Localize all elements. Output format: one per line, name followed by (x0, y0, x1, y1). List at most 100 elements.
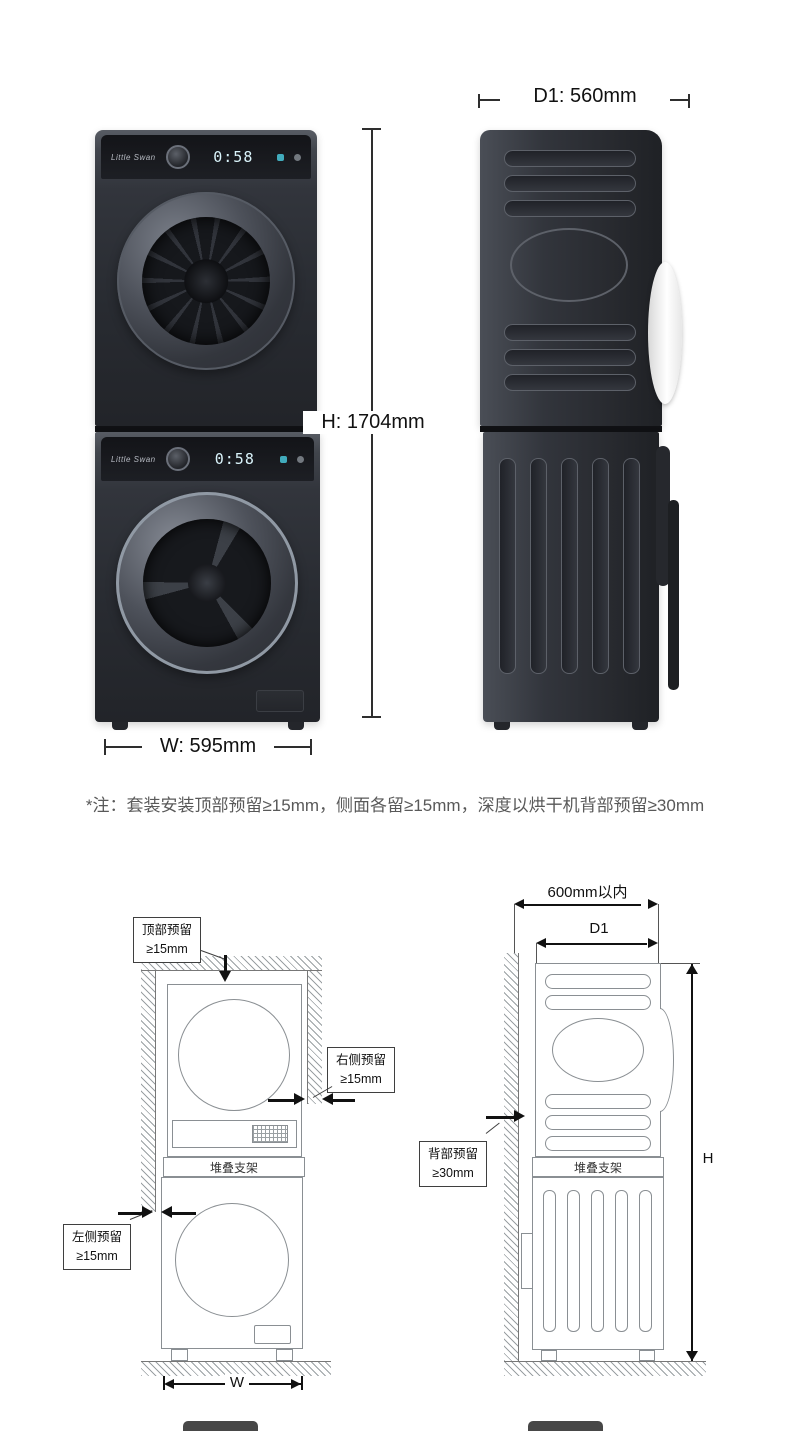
top-clearance-line1: 顶部预留 (142, 923, 193, 937)
arrow-down-stem (224, 955, 227, 972)
vent-slot (504, 200, 636, 217)
right-clearance-line1: 右侧预留 (336, 1053, 387, 1067)
foot-outline (171, 1349, 188, 1361)
vent-slot-outline (545, 1094, 651, 1109)
dryer-knob (165, 145, 190, 169)
callout-leader (485, 1122, 500, 1134)
arrow-right-icon (648, 899, 658, 909)
install-note: *注：套装安装顶部预留≥15mm，侧面各留≥15mm，深度以烘干机背部预留≥30… (85, 796, 705, 815)
dryer-front: Little Swan 0:58 (95, 130, 317, 426)
foot-outline (276, 1349, 293, 1361)
arrow-stem (486, 1116, 514, 1119)
vent-slot (504, 150, 636, 167)
w-schem-line (169, 1383, 225, 1385)
foot-outline (639, 1350, 655, 1361)
vent-slot (592, 458, 609, 674)
machine-foot (288, 722, 304, 730)
w-dim-tick (310, 739, 312, 755)
stack-bracket-label: 堆叠支架 (573, 1160, 622, 1175)
vent-slot (504, 349, 636, 366)
extension-line (536, 943, 537, 964)
machine-foot (494, 722, 510, 730)
machine-foot (112, 722, 128, 730)
arrow-down-icon (219, 971, 231, 982)
extension-line (658, 904, 659, 964)
right-clearance-callout: 右侧预留 ≥15mm (327, 1047, 396, 1093)
machine-foot (632, 722, 648, 730)
depth-dim-line (523, 904, 641, 906)
stack-bracket-label: 堆叠支架 (209, 1160, 258, 1175)
dryer-side-door (648, 262, 682, 404)
vent-slot (530, 458, 547, 674)
stack-bracket: 堆叠支架 (163, 1157, 305, 1177)
vent-slot-outline (543, 1190, 556, 1332)
brand-logo: Little Swan (111, 454, 156, 464)
arrow-left-icon (164, 1379, 174, 1389)
dryer-time-display: 0:58 (213, 148, 254, 166)
detergent-drawer (256, 690, 304, 712)
back-clearance-callout: 背部预留 ≥30mm (419, 1141, 488, 1187)
dryer-control-panel: Little Swan 0:58 (101, 135, 311, 179)
h-dim-tick (362, 716, 381, 718)
arrow-left-icon (514, 899, 524, 909)
vent-slot-outline (639, 1190, 652, 1332)
washer-side (483, 432, 659, 722)
vent-slot (504, 175, 636, 192)
w-schem-label: W (225, 1374, 249, 1391)
w-schem-tick (301, 1376, 303, 1390)
washer-door (116, 492, 298, 674)
arrow-left-icon (322, 1093, 333, 1105)
dryer-side (480, 130, 662, 426)
depth-limit-label: 600mm以内 (547, 884, 628, 901)
vent-slot-outline (545, 1115, 651, 1130)
arrow-right-icon (142, 1206, 153, 1218)
washer-front: Little Swan 0:58 (95, 432, 320, 722)
arrow-stem (118, 1212, 142, 1215)
w-schem-line (249, 1383, 301, 1385)
washer-drum (143, 519, 271, 647)
d1-schem-label: D1 (589, 920, 609, 937)
status-indicator-icon (277, 153, 284, 161)
w-dim-tick (104, 739, 106, 755)
extension-line (661, 963, 700, 964)
left-clearance-callout: 左侧预留 ≥15mm (63, 1224, 132, 1270)
vent-slot (504, 324, 636, 341)
arrow-down-icon (686, 1351, 698, 1361)
vent-grille (252, 1125, 288, 1143)
arrow-stem (333, 1099, 355, 1102)
d1-dim-label: D1: 560mm (500, 85, 670, 108)
vent-slot (561, 458, 578, 674)
washer-time-display: 0:58 (214, 450, 255, 468)
arrow-left-icon (161, 1206, 172, 1218)
section-tab-right (528, 1421, 603, 1431)
back-clearance-line1: 背部预留 (428, 1147, 479, 1161)
vent-slot-outline (545, 974, 651, 989)
wall-left (141, 971, 156, 1212)
stack-joint-side (480, 426, 662, 432)
wall-back (504, 953, 519, 1361)
h-dim-tick (362, 128, 381, 130)
arrow-right-icon (291, 1379, 301, 1389)
dryer-door (117, 192, 295, 370)
dryer-door-outline (178, 999, 290, 1111)
drain-hose (656, 446, 670, 586)
arrow-right-icon (514, 1110, 525, 1122)
power-cord (668, 500, 679, 690)
washer-knob (165, 447, 190, 471)
top-clearance-callout: 顶部预留 ≥15mm (133, 917, 202, 963)
vent-slot (499, 458, 516, 674)
extension-line (514, 904, 515, 954)
floor (141, 1361, 331, 1376)
vent-slot-outline (615, 1190, 628, 1332)
right-clearance-line2: ≥15mm (340, 1071, 382, 1086)
vent-slot-outline (591, 1190, 604, 1332)
washer-door-outline (175, 1203, 289, 1317)
dryer-drum (141, 216, 271, 346)
dryer-base-strip (172, 1120, 297, 1148)
stack-bracket: 堆叠支架 (532, 1157, 664, 1177)
drawer-outline (254, 1325, 291, 1344)
